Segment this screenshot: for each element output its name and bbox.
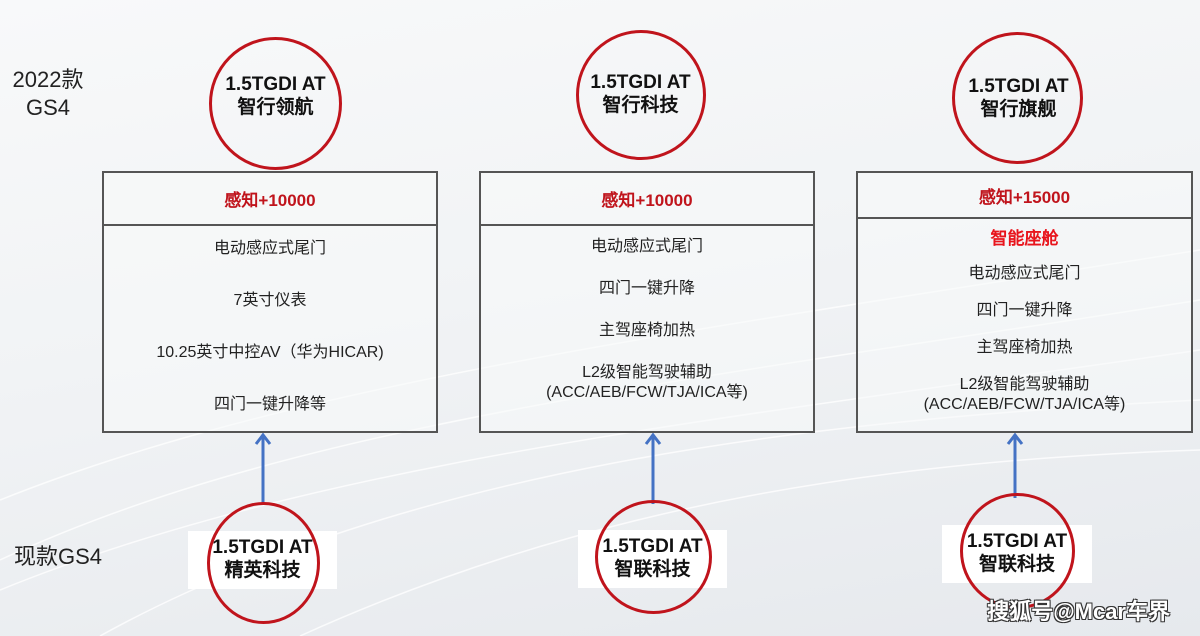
upgrade-arrow-1: [254, 432, 272, 504]
row-label-2022-line2: GS4: [25, 95, 71, 120]
trim-engine: 1.5TGDI AT: [966, 531, 1068, 552]
top-trim-label-1: 1.5TGDI AT 智行领航: [205, 73, 346, 119]
trim-name: 智联科技: [978, 554, 1055, 575]
upgrade-arrow-3: [1006, 432, 1024, 498]
row-label-2022-gs4: 2022款 GS4: [6, 66, 90, 122]
trim-name: 智行旗舰: [980, 99, 1057, 120]
bottom-trim-label-2: 1.5TGDI AT 智联科技: [578, 535, 727, 581]
top-trim-label-3: 1.5TGDI AT 智行旗舰: [948, 75, 1089, 121]
upgrade-box-2: 感知+10000 电动感应式尾门 四门一键升降 主驾座椅加热 L2级智能驾驶辅助…: [479, 171, 815, 433]
feature-list: 电动感应式尾门 7英寸仪表 10.25英寸中控AV（华为HICAR) 四门一键升…: [104, 226, 436, 415]
bottom-trim-label-1: 1.5TGDI AT 精英科技: [188, 536, 337, 582]
top-trim-label-2: 1.5TGDI AT 智行科技: [570, 71, 711, 117]
feature-item: L2级智能驾驶辅助: [582, 364, 712, 381]
trim-engine: 1.5TGDI AT: [602, 536, 703, 557]
feature-item: 主驾座椅加热: [598, 322, 695, 339]
feature-item: (ACC/AEB/FCW/TJA/ICA等): [923, 396, 1126, 413]
row-label-2022-line1: 2022款: [12, 67, 84, 92]
upgrade-box-1: 感知+10000 电动感应式尾门 7英寸仪表 10.25英寸中控AV（华为HIC…: [102, 171, 438, 433]
bottom-trim-label-3: 1.5TGDI AT 智联科技: [942, 530, 1092, 576]
upgrade-box-3: 感知+15000 智能座舱 电动感应式尾门 四门一键升降 主驾座椅加热 L2级智…: [856, 171, 1193, 433]
top-trim-circle-2: [576, 30, 706, 160]
feature-item: 10.25英寸中控AV（华为HICAR): [156, 344, 384, 361]
feature-item: 电动感应式尾门: [590, 238, 703, 255]
trim-engine: 1.5TGDI AT: [590, 72, 691, 93]
feature-item: (ACC/AEB/FCW/TJA/ICA等): [546, 384, 748, 401]
upgrade-price-header: 感知+10000: [104, 173, 436, 226]
feature-item: 7英寸仪表: [233, 292, 307, 309]
trim-name: 智联科技: [614, 559, 691, 580]
trim-engine: 1.5TGDI AT: [212, 537, 313, 558]
watermark: 搜狐号@Mcar车界: [987, 599, 1170, 624]
feature-item: 四门一键升降等: [213, 396, 326, 413]
top-trim-circle-3: [952, 32, 1083, 164]
trim-name: 智行科技: [602, 95, 679, 116]
highlight-feature: 智能座舱: [990, 229, 1059, 248]
upgrade-arrow-2: [644, 432, 662, 504]
feature-item: 四门一键升降: [976, 302, 1073, 319]
feature-item: L2级智能驾驶辅助: [959, 376, 1090, 393]
bottom-trim-circle-2: [595, 500, 712, 614]
upgrade-price-header: 感知+10000: [481, 173, 813, 226]
bottom-trim-circle-1: [207, 502, 320, 624]
feature-item: 电动感应式尾门: [968, 265, 1081, 282]
trim-engine: 1.5TGDI AT: [968, 76, 1069, 97]
feature-item: 四门一键升降: [598, 280, 695, 297]
feature-item: 主驾座椅加热: [976, 339, 1073, 356]
feature-item: 电动感应式尾门: [213, 240, 326, 257]
trim-engine: 1.5TGDI AT: [225, 74, 326, 95]
trim-name: 智行领航: [237, 97, 314, 118]
upgrade-price-header: 感知+15000: [858, 173, 1191, 219]
bottom-trim-circle-3: [960, 493, 1075, 609]
feature-list: 智能座舱 电动感应式尾门 四门一键升降 主驾座椅加热 L2级智能驾驶辅助 (AC…: [858, 219, 1191, 415]
top-trim-circle-1: [209, 37, 342, 170]
row-label-current-gs4: 现款GS4: [14, 544, 103, 569]
trim-name: 精英科技: [224, 560, 301, 581]
feature-list: 电动感应式尾门 四门一键升降 主驾座椅加热 L2级智能驾驶辅助 (ACC/AEB…: [481, 226, 813, 403]
